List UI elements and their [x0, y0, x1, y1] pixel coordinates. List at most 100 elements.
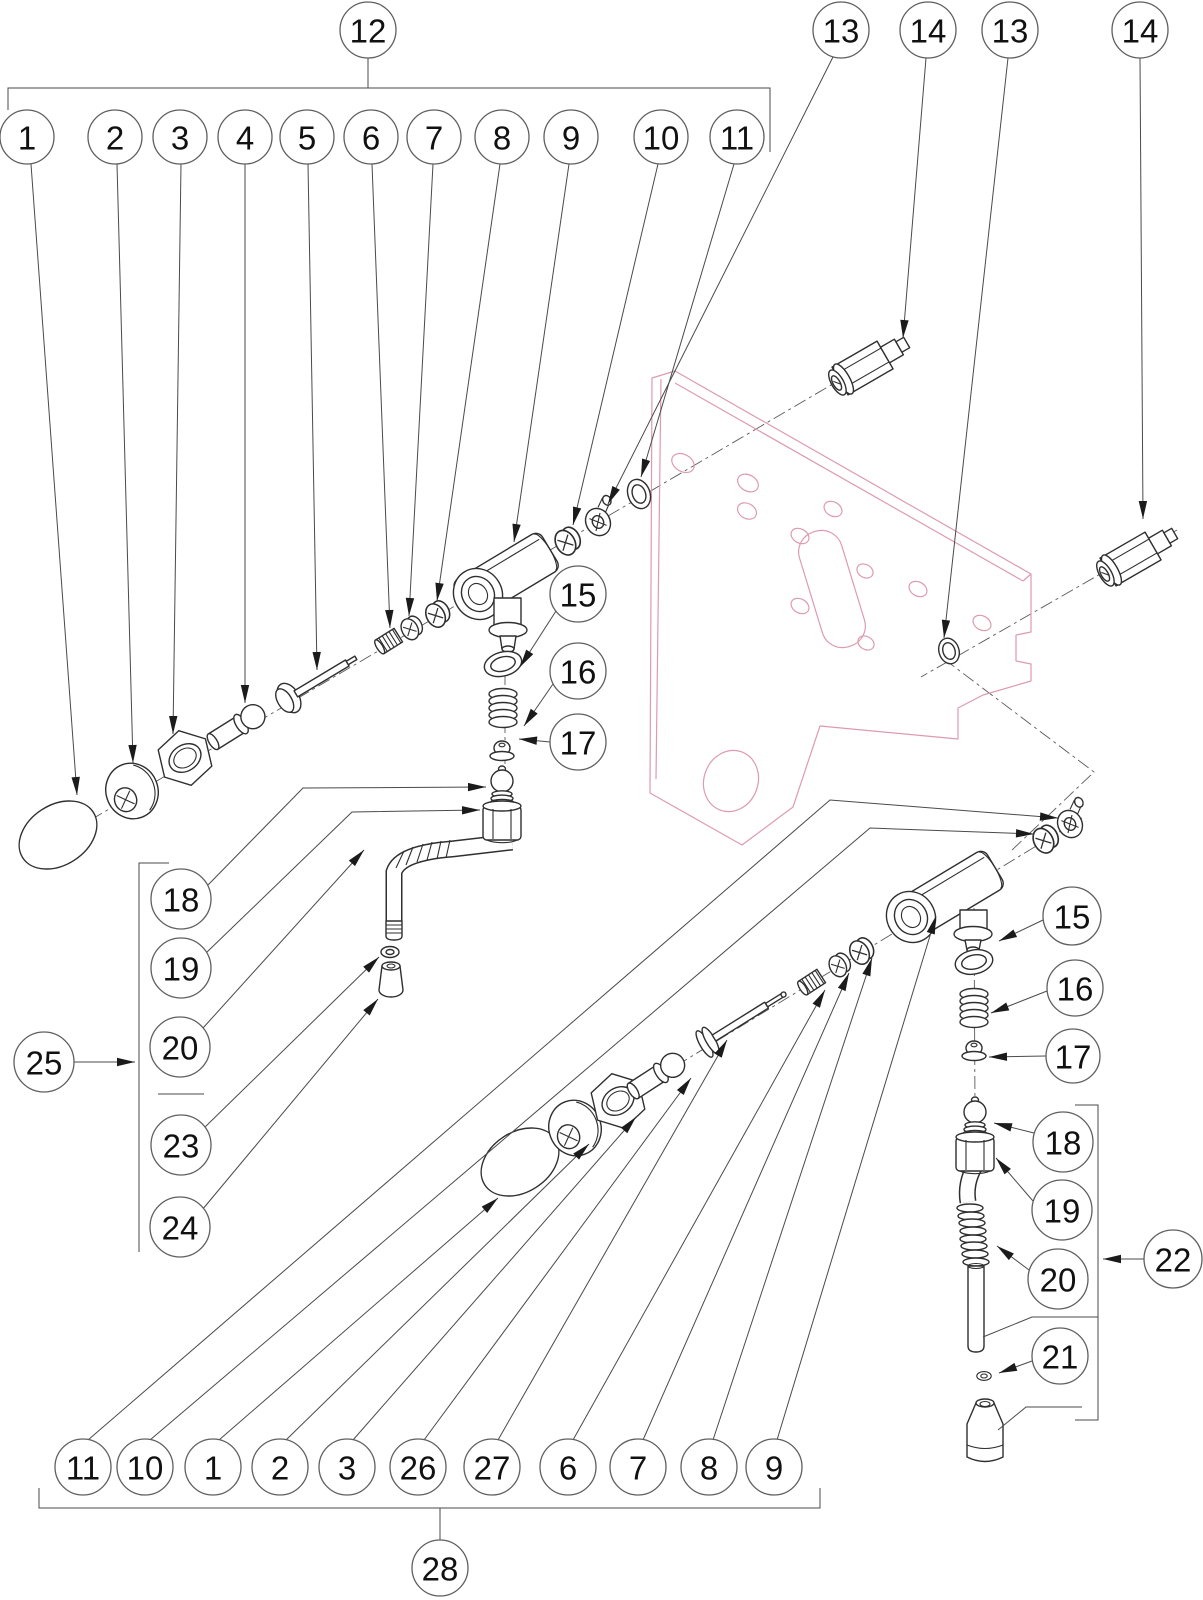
balloon-number: 4 — [236, 120, 254, 157]
balloon-number: 17 — [560, 725, 597, 762]
leader-line — [371, 163, 391, 629]
balloon-circle — [152, 109, 208, 165]
callout-13: 13 — [812, 1, 870, 59]
balloon-circle — [549, 565, 607, 623]
balloon-number: 14 — [1122, 13, 1159, 50]
leader-arrowhead — [989, 1052, 1008, 1061]
callout-3: 3 — [318, 1438, 376, 1496]
leader-arrowhead — [385, 609, 394, 628]
leader-arrowhead — [524, 708, 538, 726]
leader-arrowhead — [573, 506, 582, 525]
balloon-number: 17 — [1055, 1039, 1092, 1076]
callout-19: 19 — [150, 937, 212, 999]
leader-arrowhead — [999, 1362, 1018, 1373]
balloon-circle — [981, 1, 1039, 59]
balloon-circle — [87, 109, 143, 165]
tube-threads — [385, 920, 403, 941]
leader-arrowhead — [520, 649, 534, 667]
callout-15: 15 — [1042, 886, 1102, 946]
nozzle-tube-lower — [967, 1265, 985, 1353]
balloon-number: 12 — [350, 13, 387, 50]
stem-screw — [275, 655, 358, 714]
balloon-circle — [13, 1031, 75, 1093]
balloon-number: 9 — [765, 1450, 783, 1487]
balloon-circle — [549, 642, 607, 700]
balloon-number: 8 — [493, 120, 511, 157]
balloon-number: 6 — [559, 1450, 577, 1487]
callout-17: 17 — [1045, 1028, 1101, 1084]
leader-arrowhead — [519, 736, 538, 745]
leader-line — [572, 163, 659, 526]
leader-arrowhead — [996, 1158, 1011, 1175]
upper-valve-chain — [5, 327, 1184, 884]
washer — [550, 523, 586, 560]
inlet-fitting — [823, 327, 916, 401]
leader-arrowhead — [348, 850, 364, 867]
balloon-number: 10 — [643, 120, 680, 157]
leader-arrowhead — [926, 916, 936, 935]
leader-arrowhead — [467, 782, 486, 792]
balloon-circle — [633, 109, 689, 165]
leader-arrowhead — [1015, 829, 1034, 838]
callout-18: 18 — [150, 868, 212, 930]
inlet-fitting — [1091, 518, 1184, 592]
callout-2: 2 — [251, 1438, 309, 1496]
leader-line — [607, 56, 834, 505]
seat-screw — [577, 493, 625, 541]
o-ring — [622, 475, 656, 513]
leader-arrowhead — [573, 1144, 589, 1160]
cone-tip — [966, 1398, 1004, 1463]
balloon-number: 1 — [204, 1450, 222, 1487]
callout-14: 14 — [899, 1, 957, 59]
plate-large-hole — [702, 749, 760, 813]
callout-6: 6 — [539, 1438, 597, 1496]
leader-line — [642, 972, 850, 1441]
callout-7: 7 — [406, 109, 462, 165]
balloon-number: 15 — [1054, 899, 1091, 936]
leader-line — [201, 998, 379, 1211]
leader-line — [776, 915, 937, 1441]
balloon-circle — [150, 1114, 212, 1176]
callout-24: 24 — [149, 1196, 211, 1258]
balloon-circle — [406, 109, 462, 165]
balloon-circle — [389, 1438, 447, 1496]
balloon-circle — [812, 1, 870, 59]
balloon-number: 19 — [1044, 1193, 1081, 1230]
balloon-number: 11 — [66, 1450, 100, 1487]
leader-arrowhead — [676, 1078, 691, 1095]
valve-body-tee — [488, 597, 528, 653]
balloon-circle — [0, 109, 55, 165]
balloon-number: 10 — [127, 1450, 164, 1487]
balloon-number: 26 — [400, 1450, 437, 1487]
balloon-circle — [1111, 1, 1169, 59]
balloon-circle — [745, 1438, 803, 1496]
balloon-circle — [899, 1, 957, 59]
swivel-nozzle — [482, 765, 522, 844]
valve-body-bore — [885, 890, 937, 944]
valve-body-bore — [452, 567, 504, 621]
seal-ring — [976, 1371, 992, 1381]
centerline — [943, 658, 1095, 852]
balloon-number: 16 — [1057, 971, 1094, 1008]
right-nozzle-assembly — [952, 945, 1004, 1463]
balloon-circle — [680, 1438, 738, 1496]
leader-arrowhead — [1039, 812, 1058, 821]
leader-line — [202, 956, 380, 1130]
leader-line — [423, 1077, 692, 1441]
lower-valve-chain — [467, 795, 1097, 1211]
balloon-number: 23 — [163, 1128, 200, 1165]
leader-arrowhead — [312, 651, 321, 670]
balloon-circle — [539, 1438, 597, 1496]
washer — [421, 597, 455, 632]
o-ring-seal — [952, 945, 996, 979]
balloon-number: 7 — [629, 1450, 647, 1487]
balloon-number: 18 — [1045, 1125, 1082, 1162]
balloon-number: 19 — [163, 951, 200, 988]
poppet — [489, 740, 515, 762]
balloon-circle — [116, 1438, 174, 1496]
callout-12: 12 — [339, 1, 397, 59]
o-ring-seal — [480, 646, 526, 682]
leader-arrowhead — [363, 999, 378, 1016]
